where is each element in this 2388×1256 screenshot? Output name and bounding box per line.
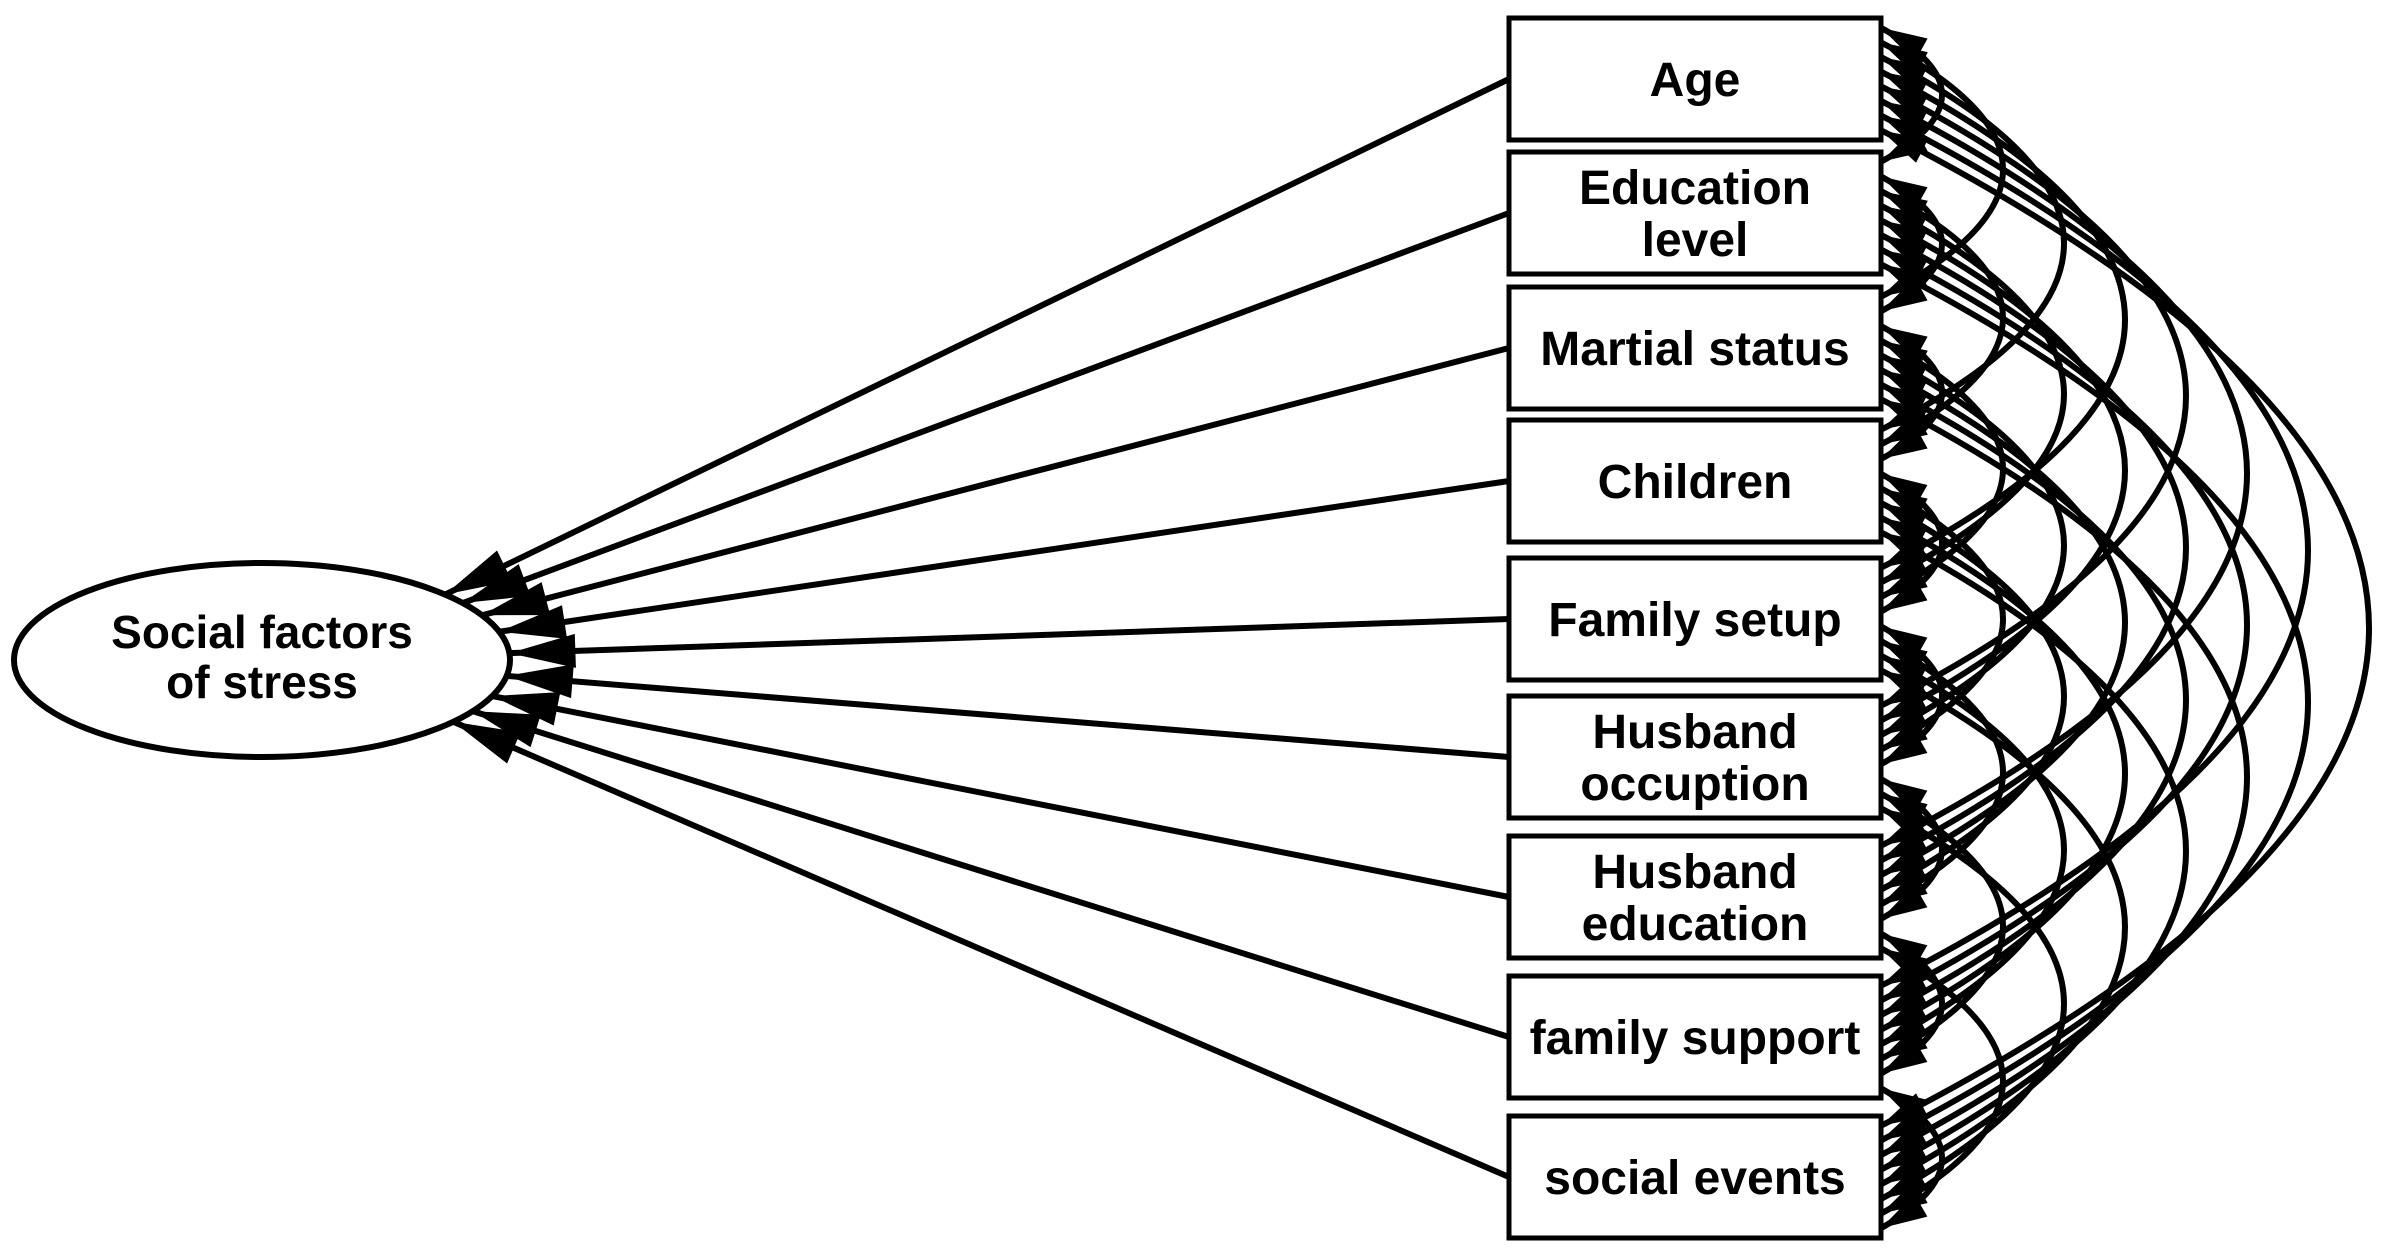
covariance-arrowhead — [1881, 1039, 1928, 1074]
indicator-label: Education — [1579, 162, 1811, 215]
indicator-box-social-events — [1506, 1113, 1884, 1241]
loading-paths-layer — [443, 76, 1511, 1180]
loading-arrowhead — [499, 605, 568, 639]
loading-arrowhead — [506, 664, 574, 699]
indicator-box-family-setup — [1506, 555, 1884, 683]
loading-path — [498, 478, 1510, 635]
covariance-arc — [1879, 367, 2128, 878]
loading-path — [509, 616, 1510, 657]
loading-arrowhead — [492, 692, 561, 726]
indicator-label: Husband — [1592, 846, 1797, 899]
indicator-label: Husband — [1592, 706, 1797, 759]
indicator-label: Children — [1598, 456, 1793, 509]
covariance-arcs-layer — [1879, 25, 2372, 1231]
covariance-arc — [1879, 127, 2372, 1129]
covariance-arrowhead — [1881, 948, 1928, 982]
loading-path — [461, 210, 1511, 606]
covariance-arc — [1879, 352, 2067, 738]
loading-path — [481, 345, 1510, 619]
covariance-arrowhead — [1881, 670, 1928, 704]
covariance-arc — [1879, 500, 2067, 893]
indicator-box-martial-status — [1506, 284, 1884, 412]
covariance-arrowhead — [1881, 808, 1928, 842]
indicator-box-education-level — [1506, 149, 1884, 277]
covariance-arc — [1879, 805, 2067, 1202]
indicator-box-age — [1506, 15, 1884, 143]
indicator-box-children — [1506, 417, 1884, 545]
covariance-arc — [1879, 514, 2128, 1033]
loading-arrowhead — [462, 564, 531, 604]
covariance-arrowhead — [1881, 577, 1928, 612]
indicator-box-family-support — [1506, 973, 1884, 1101]
latent-label: Social factors — [111, 606, 413, 658]
indicator-label: family support — [1530, 1012, 1861, 1065]
covariance-arc — [1879, 396, 2250, 1158]
covariance-arrowhead — [1881, 130, 1928, 163]
indicator-label: education — [1582, 898, 1809, 951]
indicator-label: Martial status — [1540, 323, 1849, 376]
loading-path — [491, 693, 1510, 900]
indicator-label: Age — [1650, 54, 1741, 107]
loading-arrowhead — [453, 721, 521, 764]
covariance-arrowhead — [1881, 425, 1928, 460]
covariance-arrowhead — [1881, 730, 1928, 765]
covariance-arc — [1879, 69, 2128, 571]
loading-arrowhead — [509, 633, 576, 668]
covariance-arrowhead — [1881, 264, 1928, 297]
latent-variable-layer — [11, 550, 576, 764]
loading-arrowhead — [472, 711, 541, 748]
indicator-label: Family setup — [1548, 594, 1841, 647]
latent-label: of stress — [166, 656, 358, 708]
indicator-box-husband-education — [1506, 833, 1884, 961]
covariance-arc — [1879, 667, 2128, 1187]
covariance-arrowhead — [1881, 884, 1928, 919]
latent-ellipse — [11, 560, 513, 760]
covariance-arc — [1879, 652, 2067, 1047]
loading-path — [443, 76, 1511, 598]
indicator-label: occuption — [1580, 758, 1809, 811]
loading-path — [452, 719, 1511, 1180]
indicator-label: level — [1642, 214, 1749, 267]
indicator-boxes-layer — [1506, 15, 1884, 1241]
covariance-arrowhead — [1881, 1088, 1928, 1123]
indicator-label: social events — [1544, 1152, 1846, 1205]
covariance-arrowhead — [1881, 399, 1928, 432]
covariance-arc — [1879, 54, 2067, 433]
covariance-arc — [1879, 203, 2067, 586]
covariance-arc — [1879, 98, 2250, 849]
covariance-arrowhead — [1881, 532, 1928, 566]
covariance-arc — [1879, 217, 2128, 724]
loading-arrowhead — [482, 582, 551, 616]
indicator-box-husband-occuption — [1506, 693, 1884, 821]
covariance-arc — [1879, 529, 2189, 1173]
loading-path — [506, 672, 1510, 760]
loading-path — [471, 708, 1510, 1040]
covariance-arrowhead — [1881, 1194, 1928, 1229]
covariance-arc — [1879, 246, 2250, 1004]
